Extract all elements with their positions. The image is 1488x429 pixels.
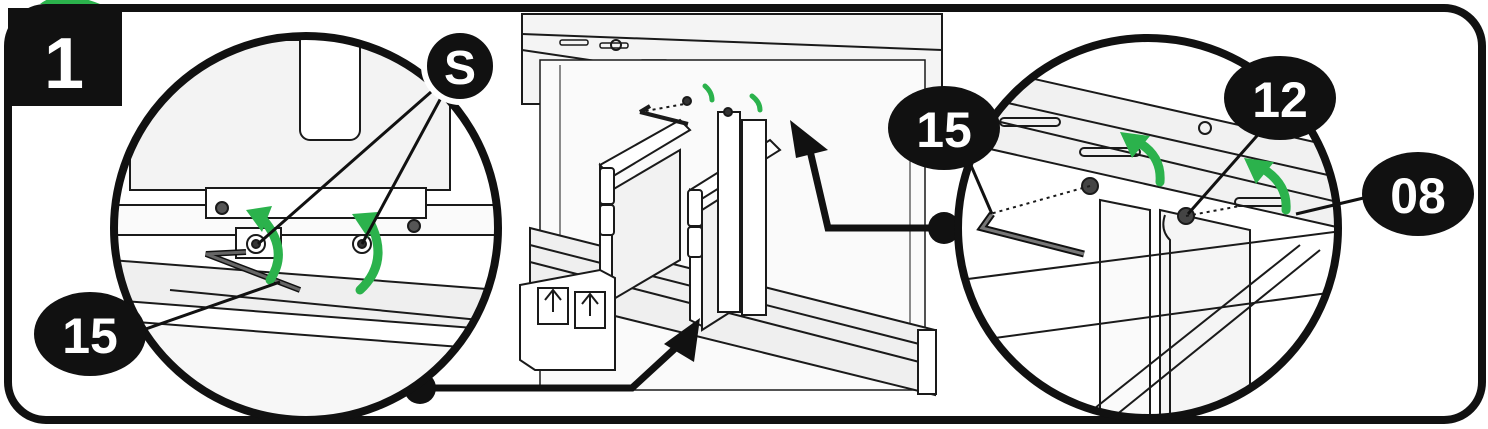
center-rotation-arrows	[702, 83, 763, 113]
left-detail-view	[110, 32, 502, 424]
callout-right-tool: 15	[888, 86, 1000, 170]
step-number-badge: 1	[8, 8, 122, 106]
hinge-pins	[599, 167, 703, 258]
callout-left-part-label: S	[444, 42, 476, 95]
callout-right-tool-label: 15	[916, 102, 972, 158]
callout-right-screw-label: 12	[1252, 72, 1308, 128]
callout-left-tool-label: 15	[62, 308, 118, 364]
step-number: 1	[44, 24, 84, 104]
callout-right-part-label: 08	[1390, 168, 1446, 224]
callout-left-part: S	[421, 27, 499, 105]
center-hex-key	[639, 110, 689, 126]
right-detail-view	[954, 34, 1373, 422]
callout-right-part: 08	[1362, 152, 1474, 236]
step-tab-accent	[40, 0, 100, 4]
front-plate	[519, 268, 616, 371]
callout-right-screw: 12	[1224, 56, 1336, 140]
wall-mount-illustration	[519, 13, 943, 397]
callout-left-tool: 15	[34, 292, 146, 376]
pointer-arrows	[420, 141, 942, 392]
pointer-arrowheads	[664, 120, 828, 362]
right-pointer-origin	[928, 212, 960, 244]
